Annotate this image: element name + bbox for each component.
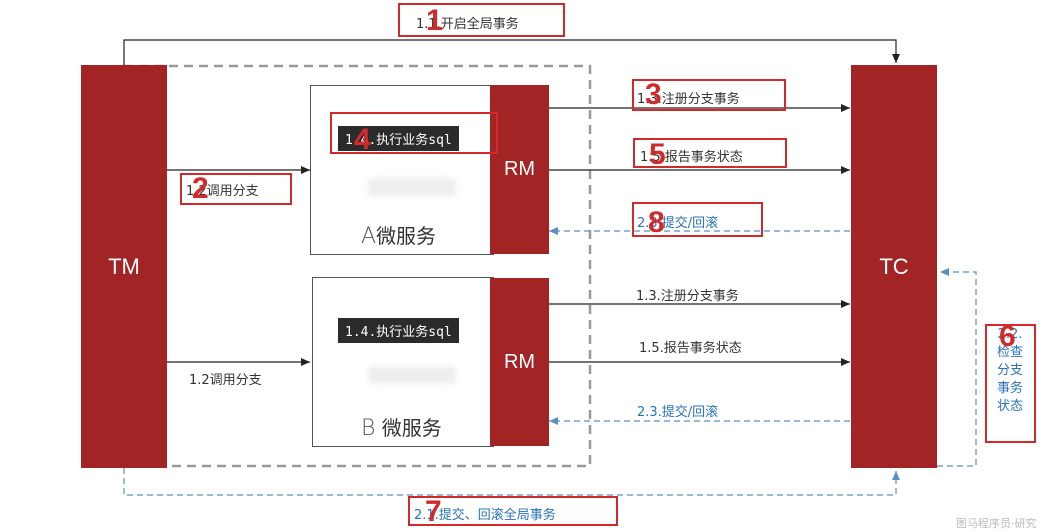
rm-b-label: RM <box>503 350 536 373</box>
service-b-sql: 1.4.执行业务sql <box>338 318 459 343</box>
tc-label: TC <box>879 253 909 279</box>
service-a-sql: 1.4.执行业务sql <box>338 126 459 151</box>
label-report-b: 1.5.报告事务状态 <box>639 341 742 356</box>
label-commit-a: 2.3.提交/回滚 <box>637 216 719 231</box>
rm-b-node: RM <box>490 278 549 446</box>
step-6-number: 6 <box>999 320 1016 353</box>
step-1-box <box>398 3 565 37</box>
rm-a-label: RM <box>503 158 536 180</box>
label-register-a: 1.3.注册分支事务 <box>637 92 740 107</box>
service-b-letter: B <box>361 416 376 441</box>
step-2-box <box>180 173 292 205</box>
tc-node: TC <box>851 65 937 468</box>
arrow-commit-global <box>123 468 900 496</box>
service-b-label: B 微服务 <box>361 412 442 441</box>
step-2-number: 2 <box>192 172 209 205</box>
label-commit-global: 2.1.提交、回滚全局事务 <box>414 508 556 523</box>
check-status-line-1: 2.2. <box>997 327 1023 342</box>
check-status-line-4: 事务 <box>996 381 1023 396</box>
step-4-box <box>330 112 498 154</box>
step-7-box <box>408 496 618 526</box>
arrow-start-global <box>123 39 900 66</box>
step-8-box <box>632 202 763 237</box>
step-5-box <box>633 138 787 168</box>
check-status-line-3: 分支 <box>996 363 1023 378</box>
step-7-number: 7 <box>425 495 442 528</box>
check-status-line-2: 检查 <box>996 345 1023 360</box>
service-b-blurred-text <box>368 366 456 384</box>
label-register-b: 1.3.注册分支事务 <box>636 289 739 304</box>
service-a-name: 微服务 <box>376 224 437 248</box>
label-call-b: 1.2调用分支 <box>189 373 262 388</box>
rm-a-node: RM <box>490 85 549 254</box>
step-8-number: 8 <box>648 206 665 239</box>
label-call-a: 1.2调用分支 <box>186 184 259 199</box>
tm-label: TM <box>108 253 140 279</box>
service-a-label: A微服务 <box>361 220 436 249</box>
tm-node: TM <box>81 65 167 468</box>
check-status-line-5: 状态 <box>996 399 1023 414</box>
label-report-a: 1.5.报告事务状态 <box>640 150 743 165</box>
arrow-check-status <box>937 268 977 467</box>
service-b-name: 微服务 <box>381 416 442 440</box>
service-a-blurred-text <box>368 178 456 196</box>
label-start-global: 1.1.开启全局事务 <box>416 17 519 32</box>
step-3-number: 3 <box>645 78 662 111</box>
step-4-number: 4 <box>354 123 371 156</box>
label-check-status: 2.2. 检查 分支 事务 状态 <box>986 326 1034 416</box>
service-a-letter: A <box>361 224 377 249</box>
step-3-box <box>632 79 786 111</box>
watermark: 图马程序员·研究 <box>956 517 1037 530</box>
step-5-number: 5 <box>649 138 666 171</box>
step-1-number: 1 <box>426 4 443 37</box>
step-6-box <box>985 324 1036 443</box>
label-commit-b: 2.3.提交/回滚 <box>637 405 719 420</box>
